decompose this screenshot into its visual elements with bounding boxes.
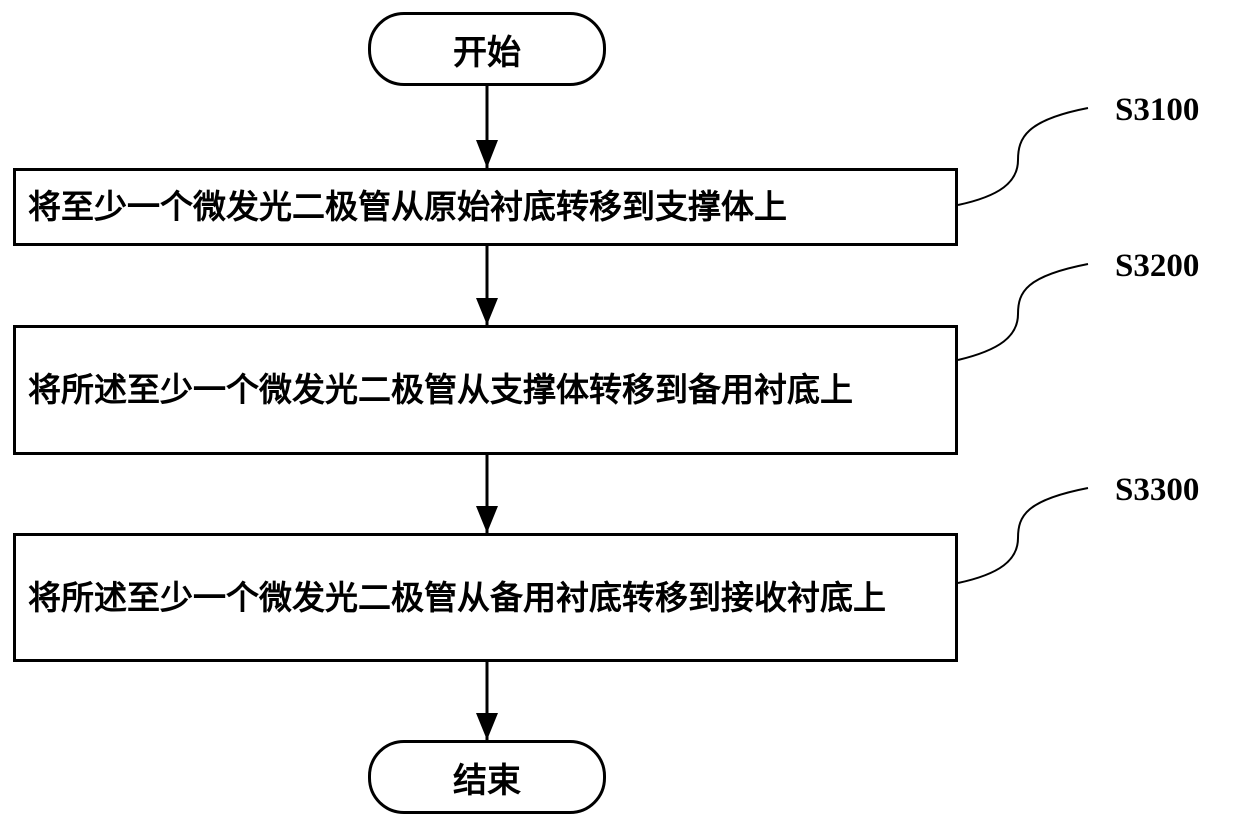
start-terminal: 开始 [368,12,606,86]
end-label: 结束 [453,753,521,802]
arrowhead-3 [476,506,498,533]
step-label-s3100: S3100 [1115,92,1199,129]
process-step-s3100: 将至少一个微发光二极管从原始衬底转移到支撑体上 [13,168,958,246]
step-s3300-text: 将所述至少一个微发光二极管从备用衬底转移到接收衬底上 [28,572,886,624]
start-label: 开始 [453,25,521,74]
step-s3100-text: 将至少一个微发光二极管从原始衬底转移到支撑体上 [28,181,787,233]
leader-line-s3100 [958,108,1088,205]
leader-line-s3200 [958,264,1088,360]
end-terminal: 结束 [368,740,606,814]
step-s3200-text: 将所述至少一个微发光二极管从支撑体转移到备用衬底上 [28,364,853,416]
arrowhead-4 [476,713,498,740]
process-step-s3200: 将所述至少一个微发光二极管从支撑体转移到备用衬底上 [13,325,958,455]
process-step-s3300: 将所述至少一个微发光二极管从备用衬底转移到接收衬底上 [13,533,958,662]
arrowhead-2 [476,298,498,325]
step-label-s3200: S3200 [1115,248,1199,285]
leader-line-s3300 [958,488,1088,583]
arrowhead-1 [476,140,498,168]
step-label-s3300: S3300 [1115,472,1199,509]
